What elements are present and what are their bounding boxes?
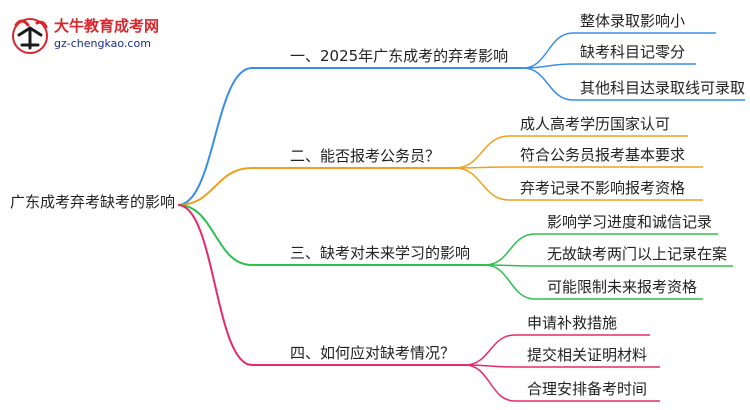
branch-3-leaf-3: 可能限制未来报考资格: [547, 278, 698, 296]
branch-4-label: 四、如何应对缺考情况？: [290, 344, 456, 362]
connector-root-branch-1: [177, 67, 523, 206]
connector-branch-3-leaf-2: [484, 264, 733, 267]
connector-branch-4-leaf-1: [464, 334, 650, 366]
branch-1-leaf-1: 整体录取影响小: [580, 12, 686, 30]
mindmap-root: 广东成考弃考缺考的影响: [10, 193, 176, 211]
connector-root-branch-4: [177, 204, 465, 366]
connector-branch-2-leaf-1: [454, 135, 688, 169]
connector-branch-3-leaf-3: [484, 264, 703, 300]
branch-3-leaf-1: 影响学习进度和诚信记录: [547, 213, 713, 231]
site-logo: 大牛教育成考网 gz-chengkao.com: [10, 15, 180, 55]
connector-branch-2-leaf-3: [454, 167, 703, 201]
branch-2-leaf-3: 弃考记录不影响报考资格: [520, 179, 686, 197]
branch-2-leaf-1: 成人高考学历国家认可: [520, 115, 671, 133]
connector-root-branch-3: [177, 204, 485, 266]
logo-url: gz-chengkao.com: [54, 37, 151, 50]
branch-3-leaf-2: 无故缺考两门以上记录在案: [547, 245, 728, 263]
branch-3-label: 三、缺考对未来学习的影响: [290, 244, 471, 262]
branch-1-leaf-3: 其他科目达录取线可录取: [580, 79, 746, 97]
connector-branch-3-leaf-1: [484, 233, 718, 266]
connector-branch-2-leaf-2: [454, 166, 703, 169]
connector-branch-1-leaf-2: [522, 63, 696, 69]
connector-branch-4-leaf-3: [464, 364, 660, 402]
logo-title: 大牛教育成考网: [54, 17, 160, 35]
branch-1-leaf-2: 缺考科目记零分: [580, 43, 686, 61]
branch-2-label: 二、能否报考公务员？: [290, 147, 441, 165]
branch-4-leaf-3: 合理安排备考时间: [527, 380, 648, 398]
branch-2-leaf-2: 符合公务员报考基本要求: [520, 146, 686, 164]
connector-branch-1-leaf-3: [522, 67, 745, 101]
branch-1-label: 一、2025年广东成考的弃考影响: [290, 47, 509, 65]
connector-branch-1-leaf-1: [522, 32, 716, 69]
branch-4-leaf-2: 提交相关证明材料: [527, 346, 648, 364]
connector-root-branch-2: [177, 167, 455, 206]
connector-branch-4-leaf-2: [464, 364, 660, 368]
bull-logo-icon: [12, 18, 48, 54]
branch-4-leaf-1: 申请补救措施: [527, 314, 618, 332]
